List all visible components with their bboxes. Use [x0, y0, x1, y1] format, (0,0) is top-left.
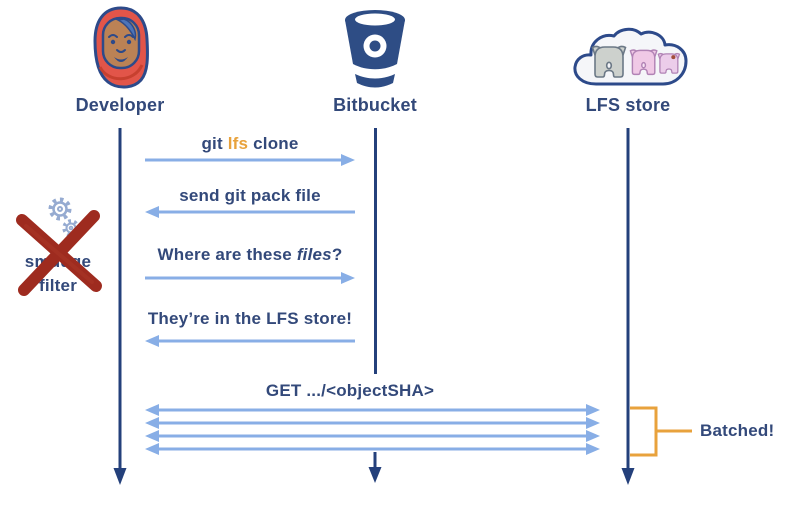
message-label-where-files: Where are these files? [140, 245, 360, 265]
batched-arrow-1 [145, 404, 600, 416]
where-label-pre: Where are these [157, 245, 297, 264]
actor-label-lfs-store: LFS store [585, 95, 671, 115]
clone-label-post: clone [248, 134, 299, 153]
developer-icon [93, 6, 149, 89]
actor-label-bitbucket: Bitbucket [333, 95, 417, 115]
actor-label-developer: Developer [75, 95, 165, 115]
clone-label-pre: git [201, 134, 228, 153]
arrow-git-lfs-clone [145, 154, 355, 166]
where-label-post: ? [331, 245, 343, 264]
message-label-lfs-store: They’re in the LFS store! [147, 309, 353, 328]
batched-bracket [630, 406, 692, 457]
lfs-store-icon [573, 27, 688, 86]
message-label-get-objectsha: GET .../<objectSHA> [265, 381, 435, 400]
arrow-where-files [145, 272, 355, 284]
lifeline-bitbucket-upper [374, 128, 377, 374]
batched-arrow-3 [145, 430, 600, 442]
clone-label-lfs: lfs [227, 134, 249, 153]
lifeline-lfs-store [621, 128, 635, 485]
lifeline-developer [113, 128, 127, 485]
batched-label: Batched! [700, 421, 775, 440]
elephant-gray [591, 45, 627, 78]
arrow-lfs-store [145, 335, 355, 347]
where-label-files: files [296, 245, 332, 264]
message-label-send-pack: send git pack file [179, 186, 321, 205]
arrow-send-pack [145, 206, 355, 218]
elephant-pink [629, 49, 658, 76]
message-label-git-lfs-clone: git lfs clone [140, 134, 360, 154]
batched-arrow-4 [145, 443, 600, 455]
elephant-pink-small [657, 52, 681, 74]
bitbucket-icon [345, 10, 405, 88]
red-x-icon [16, 210, 102, 296]
smudge-filter-label-line2: filter [38, 276, 78, 295]
batched-arrow-2 [145, 417, 600, 429]
lifeline-bitbucket-lower [368, 452, 382, 483]
